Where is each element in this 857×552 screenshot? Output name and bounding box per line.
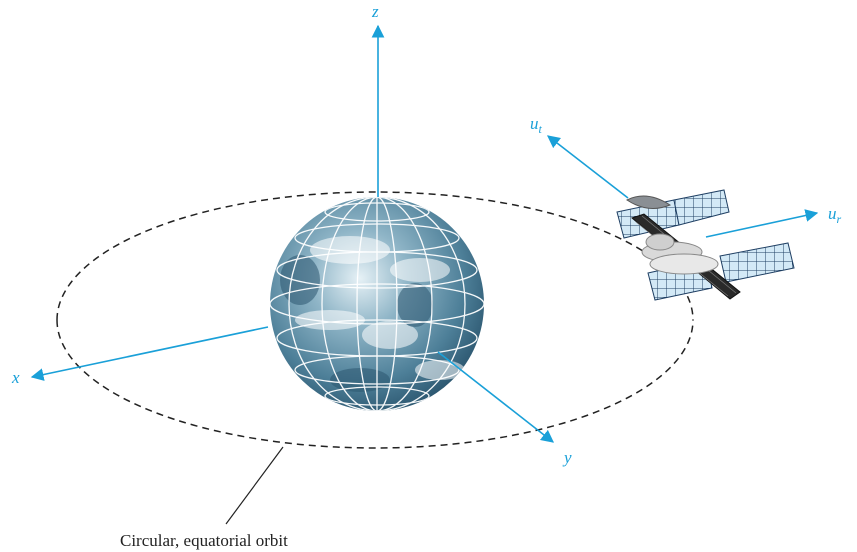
ut-vector-arrow (546, 135, 629, 199)
caption-leader-line (225, 446, 284, 525)
ut-main: u (530, 114, 539, 133)
x-axis (30, 326, 269, 381)
ur-vector-arrow (705, 209, 819, 238)
x-axis-label: x (11, 368, 20, 387)
y-axis-label: y (562, 448, 572, 467)
ur-sub: r (837, 212, 842, 226)
z-axis-label: z (371, 2, 379, 21)
earth-globe-icon (270, 197, 484, 411)
ur-vector-label: ur (828, 204, 842, 226)
ur-main: u (828, 204, 837, 223)
orbit-ellipse-front (56, 319, 694, 449)
orbit-ellipse-back (56, 191, 694, 321)
ut-vector-label: ut (530, 114, 543, 136)
orbit-caption: Circular, equatorial orbit (120, 531, 288, 550)
ut-sub: t (539, 122, 543, 136)
y-axis (437, 351, 555, 443)
satellite-icon (616, 189, 795, 301)
